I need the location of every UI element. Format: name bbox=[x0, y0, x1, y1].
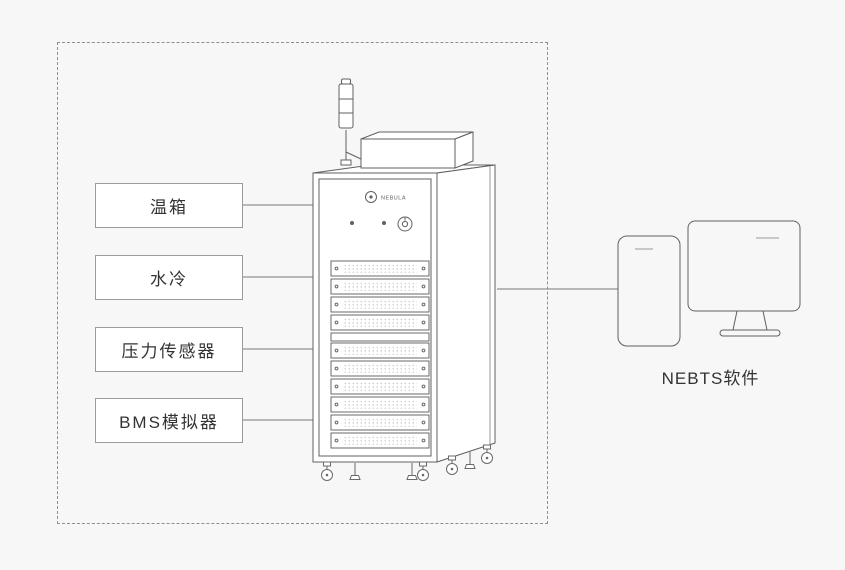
cabinet-brand-text: NEBULA bbox=[381, 196, 406, 202]
label-box-temperature-chamber: 温箱 bbox=[95, 183, 243, 228]
indicator-dot bbox=[350, 221, 354, 225]
label-text: 压力传感器 bbox=[121, 342, 217, 361]
software-label: NEBTS软件 bbox=[661, 369, 760, 388]
label-box-water-cooling: 水冷 bbox=[95, 255, 243, 300]
cabinet-top-unit bbox=[360, 131, 474, 169]
label-box-pressure-sensor: 压力传感器 bbox=[95, 327, 243, 372]
monitor bbox=[687, 220, 801, 337]
rack-modules bbox=[330, 260, 430, 449]
brand-logo-icon bbox=[365, 191, 377, 203]
label-text: 温箱 bbox=[150, 198, 188, 217]
indicator-dot bbox=[382, 221, 386, 225]
system-boundary-frame bbox=[57, 42, 548, 524]
blank-panel bbox=[330, 332, 430, 342]
connector-lines bbox=[243, 204, 618, 421]
monitor-stand bbox=[732, 310, 768, 331]
cabinet-side-face bbox=[436, 164, 496, 463]
tablet-body bbox=[617, 235, 681, 347]
monitor-screen bbox=[687, 220, 801, 312]
monitor-base bbox=[719, 329, 781, 337]
tablet-device bbox=[617, 235, 681, 347]
cabinet-control-panel: NEBULA bbox=[350, 191, 413, 232]
label-text: BMS模拟器 bbox=[119, 413, 219, 432]
label-box-bms-simulator: BMS模拟器 bbox=[95, 398, 243, 443]
label-text: 水冷 bbox=[150, 270, 188, 289]
signal-tower-light bbox=[338, 78, 362, 166]
